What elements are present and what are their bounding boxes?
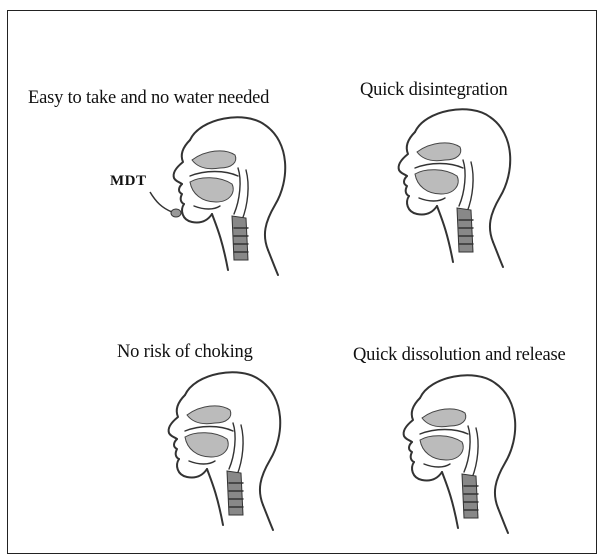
head-illustration-no-choking [145,365,305,535]
head-illustration-quick-dissolution [380,368,540,538]
caption-quick-dissolution: Quick dissolution and release [353,345,566,366]
caption-quick-disintegration: Quick disintegration [360,80,508,101]
caption-easy-to-take: Easy to take and no water needed [28,88,269,109]
mdt-tablet [171,209,181,217]
caption-no-risk-of-choking: No risk of choking [117,342,253,363]
mdt-pointer [148,188,208,228]
mdt-label: MDT [110,173,147,190]
head-illustration-quick-disintegration [375,102,535,272]
